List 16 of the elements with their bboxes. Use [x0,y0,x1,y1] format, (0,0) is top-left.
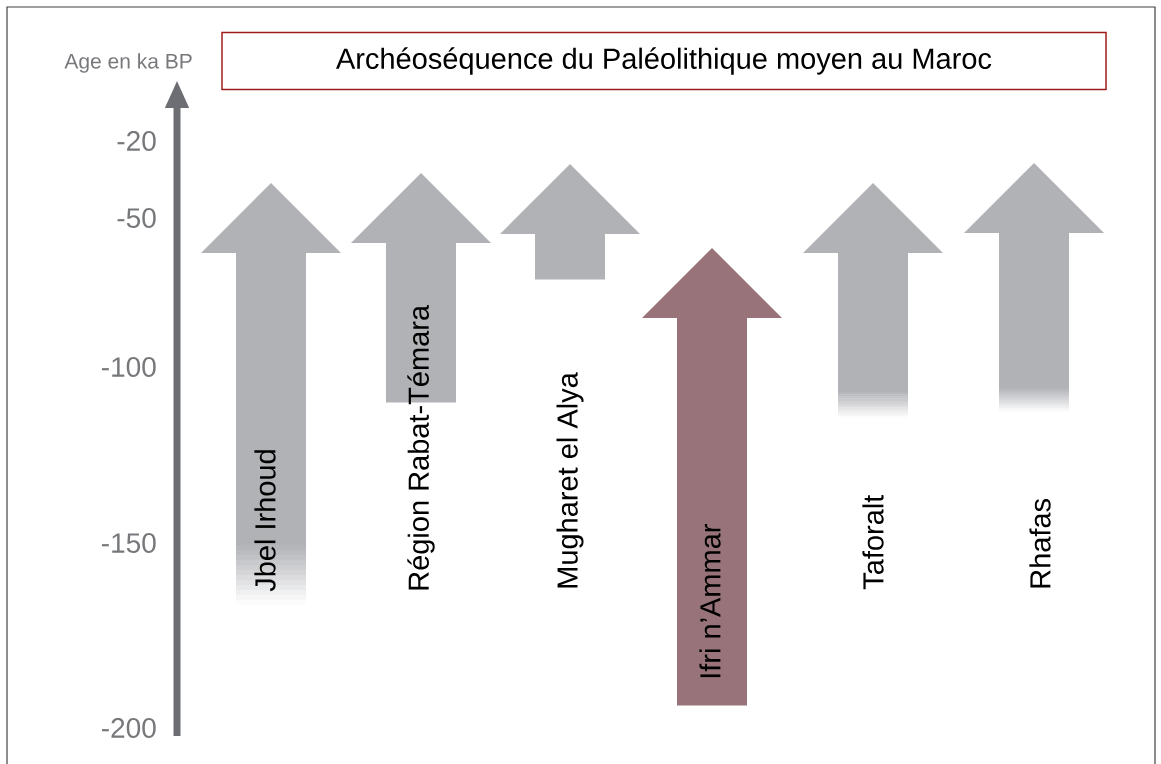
tick-label: -150 [102,533,156,553]
tick-label: -100 [102,357,156,377]
range-bar: Ifri n’Ammar [642,248,782,706]
site-label: Rhafas [1029,498,1051,588]
title-box: Archéoséquence du Paléolithique moyen au Maroc [221,31,1107,91]
site-label: Taforalt [862,494,884,590]
range-bar [500,164,640,280]
range-bar [803,183,943,419]
tick-label: -50 [117,208,156,228]
tick-label: -20 [117,131,156,151]
axis-title: Age en ka BP [64,53,192,73]
site-label: Région Rabat-Témara [407,304,435,590]
site-label: Mugharet el Alya [556,372,584,588]
range-bar: Jbel Irhoud [201,183,341,606]
tick-label: -200 [102,718,156,738]
range-bar [964,163,1104,413]
